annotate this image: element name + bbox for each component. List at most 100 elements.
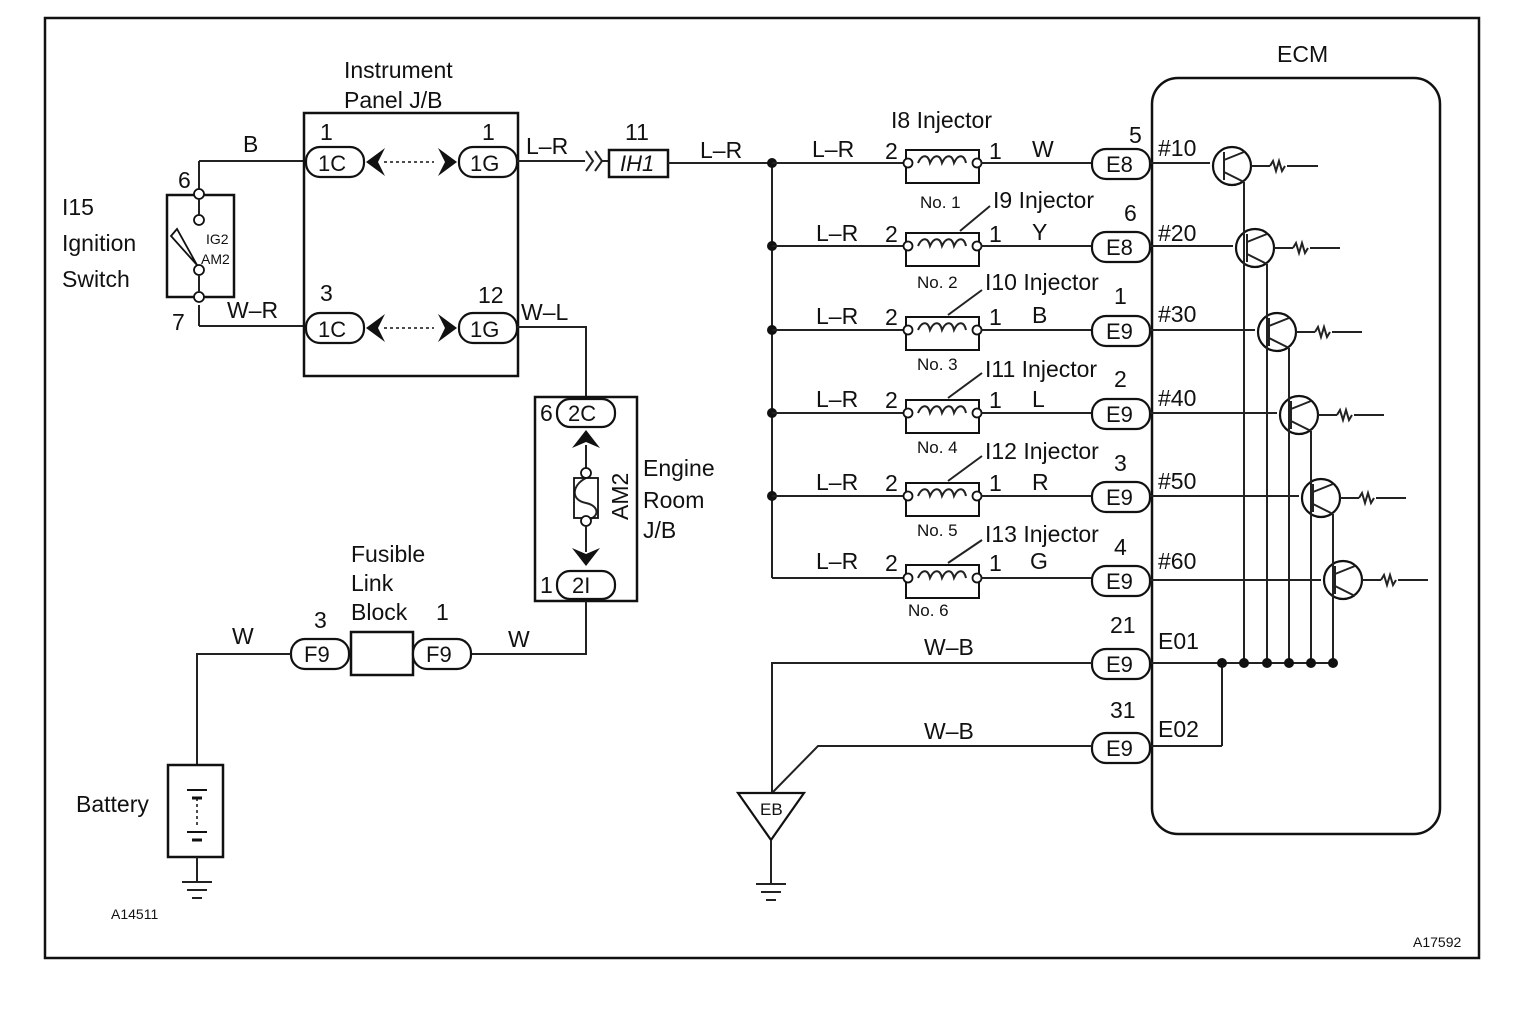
inj3-ecm-pin: 1 bbox=[1114, 283, 1127, 309]
inj4-label: I11 Injector bbox=[985, 356, 1097, 382]
fusible-link-block: Fusible Link Block F9 F9 3 1 bbox=[289, 541, 473, 677]
injector-row-6: L–R 2 1 I13 Injector No. 6 G E9 4 #60 bbox=[772, 521, 1428, 620]
fl-pin-right: 1 bbox=[436, 599, 449, 625]
ecm-box bbox=[1150, 76, 1442, 836]
ipjb-label-1: Instrument bbox=[344, 57, 453, 83]
outer-frame bbox=[43, 16, 1481, 960]
injector-6-body bbox=[905, 564, 980, 599]
ground-eb: EB bbox=[735, 791, 807, 901]
gnd2-color: W–B bbox=[924, 718, 974, 744]
inj3-pin-in: 2 bbox=[885, 304, 898, 330]
wire-lr-label-2: L–R bbox=[700, 137, 742, 163]
inj2-color: Y bbox=[1032, 219, 1047, 245]
transistor-3-icon bbox=[1256, 311, 1298, 353]
fl-conn-left: F9 bbox=[304, 642, 330, 667]
injector-3-coil-icon bbox=[917, 322, 967, 334]
inj6-label: I13 Injector bbox=[985, 521, 1099, 547]
fl-label-3: Block bbox=[351, 599, 408, 625]
ig-pin-top: 6 bbox=[178, 167, 191, 193]
inj6-ecm-conn: E9 bbox=[1106, 569, 1133, 594]
code-left: A14511 bbox=[111, 906, 158, 922]
ipjb-pin-1c-bottom: 3 bbox=[320, 280, 333, 306]
transistor-1-icon bbox=[1211, 145, 1253, 187]
inj3-no: No. 3 bbox=[917, 355, 958, 374]
inj3-label: I10 Injector bbox=[985, 269, 1099, 295]
inj2-wire: L–R bbox=[816, 220, 858, 246]
battery-label: Battery bbox=[76, 791, 149, 817]
inj5-ecm-pin: 3 bbox=[1114, 450, 1127, 476]
inj5-pin-out: 1 bbox=[989, 470, 1002, 496]
inj3-ecm-terminal: #30 bbox=[1158, 301, 1196, 327]
wire-w-label-1: W bbox=[232, 623, 254, 649]
fl-label-1: Fusible bbox=[351, 541, 425, 567]
injector-5-body bbox=[905, 482, 980, 517]
inj5-pin-in: 2 bbox=[885, 470, 898, 496]
ecm-title: ECM bbox=[1277, 41, 1328, 67]
ipjb-pin-1c-top: 1 bbox=[320, 119, 333, 145]
gnd2-ecm-pin: 31 bbox=[1110, 697, 1136, 723]
battery: Battery bbox=[76, 763, 225, 899]
injector-4-body bbox=[905, 399, 980, 434]
gnd1-ecm-conn: E9 bbox=[1106, 652, 1133, 677]
inj6-pin-in: 2 bbox=[885, 550, 898, 576]
injector-row-4: L–R 2 1 I11 Injector No. 4 L E9 2 #40 bbox=[767, 356, 1384, 457]
fl-label-2: Link bbox=[351, 570, 394, 596]
inj5-ecm-terminal: #50 bbox=[1158, 468, 1196, 494]
inj1-ecm-terminal: #10 bbox=[1158, 135, 1196, 161]
inj4-ecm-terminal: #40 bbox=[1158, 385, 1196, 411]
inj4-pin-in: 2 bbox=[885, 387, 898, 413]
transistor-5-icon bbox=[1300, 477, 1342, 519]
ig-name-1: I15 bbox=[62, 194, 94, 220]
inj4-wire: L–R bbox=[816, 386, 858, 412]
wire-wl-label: W–L bbox=[521, 299, 569, 325]
wire-wr-label: W–R bbox=[227, 297, 278, 323]
inj1-no: No. 1 bbox=[920, 193, 961, 212]
injector-row-1: L–R 2 1 I8 Injector No. 1 W E8 5 #10 bbox=[767, 107, 1318, 212]
inj1-pin-in: 2 bbox=[885, 138, 898, 164]
ih1-label: IH1 bbox=[620, 151, 654, 176]
inj5-color: R bbox=[1032, 469, 1049, 495]
gnd1-color: W–B bbox=[924, 634, 974, 660]
inj4-color: L bbox=[1032, 386, 1045, 412]
injector-2-coil-icon bbox=[917, 238, 967, 250]
ig-pin-bottom: 7 bbox=[172, 309, 185, 335]
wire-b-label: B bbox=[243, 131, 258, 157]
inj2-ecm-terminal: #20 bbox=[1158, 220, 1196, 246]
inj2-label: I9 Injector bbox=[993, 187, 1094, 213]
erjb-pin-bottom: 1 bbox=[540, 572, 553, 598]
inj3-pin-out: 1 bbox=[989, 304, 1002, 330]
inj5-wire: L–R bbox=[816, 469, 858, 495]
injector-4-coil-icon bbox=[917, 405, 967, 417]
inj5-no: No. 5 bbox=[917, 521, 958, 540]
gnd1-ecm-pin: 21 bbox=[1110, 612, 1136, 638]
inj2-pin-in: 2 bbox=[885, 221, 898, 247]
conn-1g-bottom: 1G bbox=[470, 317, 499, 342]
fl-conn-right: F9 bbox=[426, 642, 452, 667]
injector-1-body bbox=[905, 149, 980, 184]
injector-2-body bbox=[905, 232, 980, 267]
inj6-no: No. 6 bbox=[908, 601, 949, 620]
inj1-pin-out: 1 bbox=[989, 138, 1002, 164]
injector-row-2: L–R 2 1 I9 Injector No. 2 Y E8 6 #20 bbox=[767, 187, 1340, 292]
inj6-pin-out: 1 bbox=[989, 550, 1002, 576]
ipjb-label-2: Panel J/B bbox=[344, 87, 442, 113]
erjb-conn-top: 2C bbox=[568, 401, 596, 426]
inj6-ecm-terminal: #60 bbox=[1158, 548, 1196, 574]
erjb-conn-bottom: 2I bbox=[572, 573, 590, 598]
conn-1g-top: 1G bbox=[470, 151, 499, 176]
inj1-ecm-pin: 5 bbox=[1129, 122, 1142, 148]
inj3-wire: L–R bbox=[816, 303, 858, 329]
inj2-ecm-conn: E8 bbox=[1106, 235, 1133, 260]
inj6-wire: L–R bbox=[816, 548, 858, 574]
inj3-ecm-conn: E9 bbox=[1106, 319, 1133, 344]
inj4-ecm-conn: E9 bbox=[1106, 402, 1133, 427]
inj1-label: I8 Injector bbox=[891, 107, 992, 133]
switch-lever-icon bbox=[169, 227, 198, 266]
inj5-ecm-conn: E9 bbox=[1106, 485, 1133, 510]
contact-am2: AM2 bbox=[201, 251, 230, 267]
inj6-ecm-pin: 4 bbox=[1114, 534, 1127, 560]
inj4-no: No. 4 bbox=[917, 438, 958, 457]
inj2-no: No. 2 bbox=[917, 273, 958, 292]
ipjb-pin-1g-bottom: 12 bbox=[478, 282, 504, 308]
